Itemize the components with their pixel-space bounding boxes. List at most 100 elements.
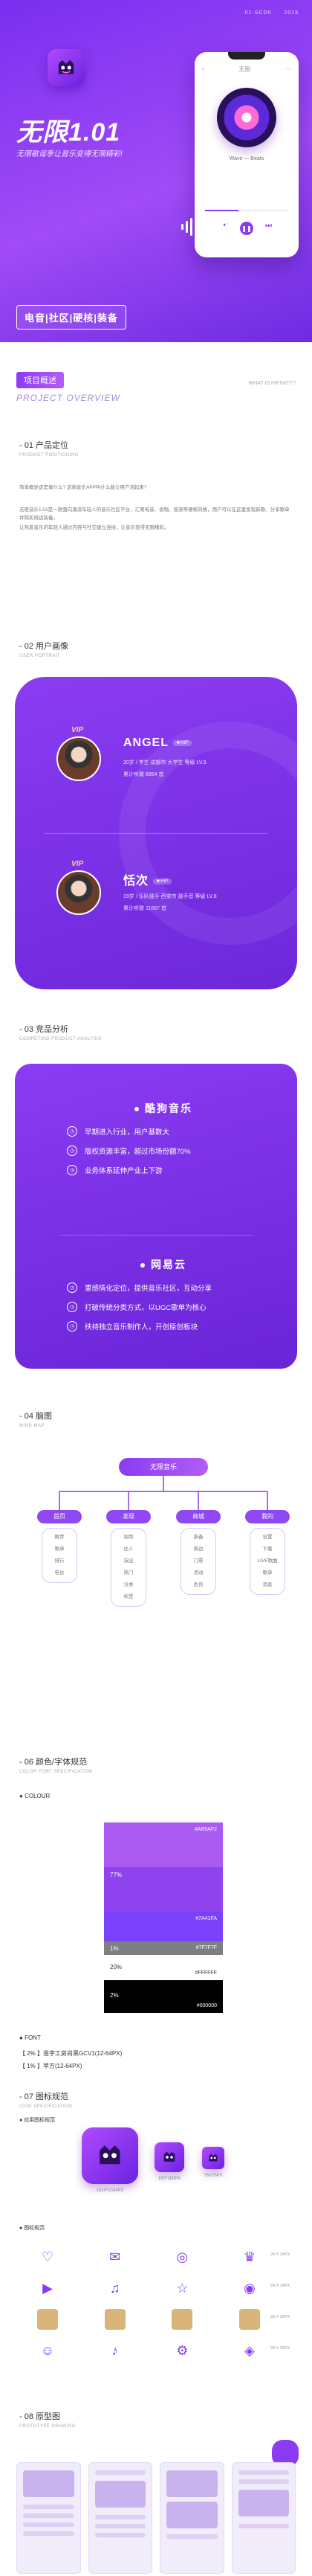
s02-en: USER PORTRAIT [19,654,61,658]
competitor-b-name-text: 网易云 [151,1259,186,1271]
swatch-pct: 77% [110,1872,123,1878]
share-icon[interactable]: ⋯ [285,65,291,72]
competitor-a-name-text: 酷狗音乐 [145,1102,192,1114]
s02-title: - 02 用户画像 USER PORTRAIT [19,640,68,658]
icon-grid-label: ● 图标规范 [19,2226,45,2231]
pause-button[interactable]: ❚❚ [240,222,253,235]
s08-title-text: - 08 原型图 [19,2412,61,2421]
icon-size-label: 24 X 24PX [270,2252,290,2257]
swatch-mid: 77% [104,1867,223,1912]
app-icon-large: 1024*1024PX [82,2127,138,2193]
hero-meta-left: 01-SCD0 [244,10,272,16]
clock-icon: ◷ [67,1146,77,1156]
mind-map-column: 首页 推荐 歌单 排行 电台 [37,1510,82,1583]
swatch-pct: 2% [110,1992,119,1999]
swatch-pct: 20% [110,1964,123,1970]
swatch-code: #7F7F7F [195,1945,217,1950]
size-label: 1024*1024PX [96,2188,124,2193]
competitor-b-name: 网易云 [67,1257,260,1272]
s01-title-text: - 01 产品定位 [19,441,69,450]
mind-map-leaf: 装备 [193,1535,204,1540]
clock-icon: ◷ [67,1165,77,1175]
shop-icon: ◈ [244,2342,255,2358]
user-name: 恬次■ HiP [123,870,172,888]
s01-en: PRODUCT POSITIONING [19,453,79,457]
s01-paragraph-2: 无限音乐1.01是一款面向潮流年轻人的音乐社区平台，汇聚电音、说唱、摇滚等硬核风… [19,507,290,521]
swatch-black: 2%#000000 [104,1980,223,2013]
s06-title: - 06 颜色/字体规范 COLOR FONT SPECIFICATION [19,1756,92,1774]
mind-map-children: 推荐 歌单 排行 电台 [42,1528,77,1583]
mind-map-leaf: 视频 [123,1535,134,1540]
list-item-text: 业务体系延伸产业上下游 [85,1167,163,1175]
s01-title: - 01 产品定位 PRODUCT POSITIONING [19,439,79,457]
colour-label: ● COLOUR [19,1793,51,1799]
clock-icon: ◷ [67,1126,77,1137]
mind-map-root: 无限音乐 [119,1458,208,1476]
swatch-pct: 1% [110,1945,119,1952]
clock-icon: ◷ [67,1302,77,1312]
competitor-b: 网易云 ◷重感情化定位，提供音乐社区，互动分享 ◷打破传统分类方式，以UGC歌单… [67,1257,260,1340]
colour-label-text: COLOUR [25,1793,51,1799]
list-item-text: 扶持独立音乐制作人，开创原创板块 [85,1323,198,1332]
mind-map-head: 首页 [37,1510,82,1523]
size-label: 76X76PX [204,2174,223,2178]
mind-map-children: 装备 周边 门票 活动 会员 [181,1528,216,1595]
mind-map-leaf: 下载 [262,1546,273,1552]
mind-map-children: 视频 达人 演出 热门 分类 标签 [111,1528,146,1607]
user-name-text: ANGEL [123,736,169,749]
prototype-screen [231,2462,296,2574]
user-card-1: VIP ANGEL■ HiP 20岁 / 学生 成都市 大学生 等级 LV.9 … [56,726,279,796]
swatch-white: 20%#FFFFFF [104,1955,223,1980]
crown-icon: ♛ [243,2249,256,2264]
section-pill: 项目概述 [16,372,64,388]
icon-size-label: 28 X 28PX [270,2346,290,2351]
bell-icon: ♪ [111,2342,119,2358]
app-logo-icon [155,2142,184,2172]
prev-icon[interactable]: ⏮ [221,222,228,230]
font-spec-2: 【 1% 】苹方(12-64PX) [19,2063,82,2069]
font-label-text: FONT [25,2034,41,2041]
phone-notch [228,52,265,60]
s01-paragraph-1: 简单概述这是做什么? 这款音乐APP叫什么能让用户活起来? [19,485,147,490]
album-cover-icon [238,2309,260,2330]
hero-meta: 01-SCD0 2019 [235,10,299,16]
size-label: 180*180PX [157,2177,181,2181]
mind-map-column: 我的 设置 下载 LIVE歌曲 歌单 消息 [245,1510,290,1595]
user-icon: ☺ [40,2342,55,2358]
section-en: PROJECT OVERVIEW [16,393,120,403]
icon-size-label: 24 X 24PX [270,2284,290,2288]
mind-map-head: 商城 [176,1510,221,1523]
mind-map-leaf: 歌单 [54,1546,65,1552]
avatar [56,870,101,915]
music-icon: ♫ [109,2280,120,2296]
hero-meta-right: 2019 [284,10,299,16]
swatch-deep: #7A41FA [104,1912,223,1941]
list-item-text: 打破传统分类方式，以UGC歌单为核心 [85,1304,207,1312]
list-item: ◷ 业务体系延伸产业上下游 [67,1165,260,1175]
app-logo-icon [48,49,85,86]
s06-title-text: - 06 颜色/字体规范 [19,1758,88,1767]
eye-icon: ◉ [244,2280,256,2296]
mind-map-leaf: 电台 [54,1570,65,1576]
font-spec-1: 【 2% 】造字工房尚黑GCV1(12-64PX) [19,2050,123,2057]
s03-title: - 03 竞品分析 COMPETING PRODUCT ANALYSIS [19,1023,102,1041]
phone-mockup: ‹ 无限 ⋯ Wave — Beats ⏮ ❚❚ ⏭ [195,52,299,257]
s08-en: PROTOTYPE DRAWING [19,2424,76,2429]
vip-badge: VIP [71,860,84,868]
mind-map-leaf: 达人 [123,1546,134,1552]
s04-en: MIND MAP [19,1424,45,1428]
next-icon[interactable]: ⏭ [265,222,272,230]
back-icon[interactable]: ‹ [202,65,204,72]
s04-title: - 04 脑图 MIND MAP [19,1410,52,1428]
user-portrait-card: VIP ANGEL■ HiP 20岁 / 学生 成都市 大学生 等级 LV.9 … [15,677,297,989]
vip-badge: VIP [71,726,84,734]
mind-map-leaf: LIVE歌曲 [257,1558,278,1564]
mind-map-leaf: 歌单 [262,1570,273,1576]
hero-banner: 01-SCD0 2019 无限1.01 无限歌谣季让音乐变得无限精彩! ‹ 无限… [0,0,312,342]
clock-icon: ◷ [67,1282,77,1293]
progress-bar[interactable] [205,210,288,211]
swatch-primary: #AB5AF2 [104,1822,223,1867]
heart-icon: ♡ [41,2249,54,2264]
s07-en: ICON SPECIFICATION [19,2104,73,2109]
mind-map-head: 发现 [106,1510,151,1523]
